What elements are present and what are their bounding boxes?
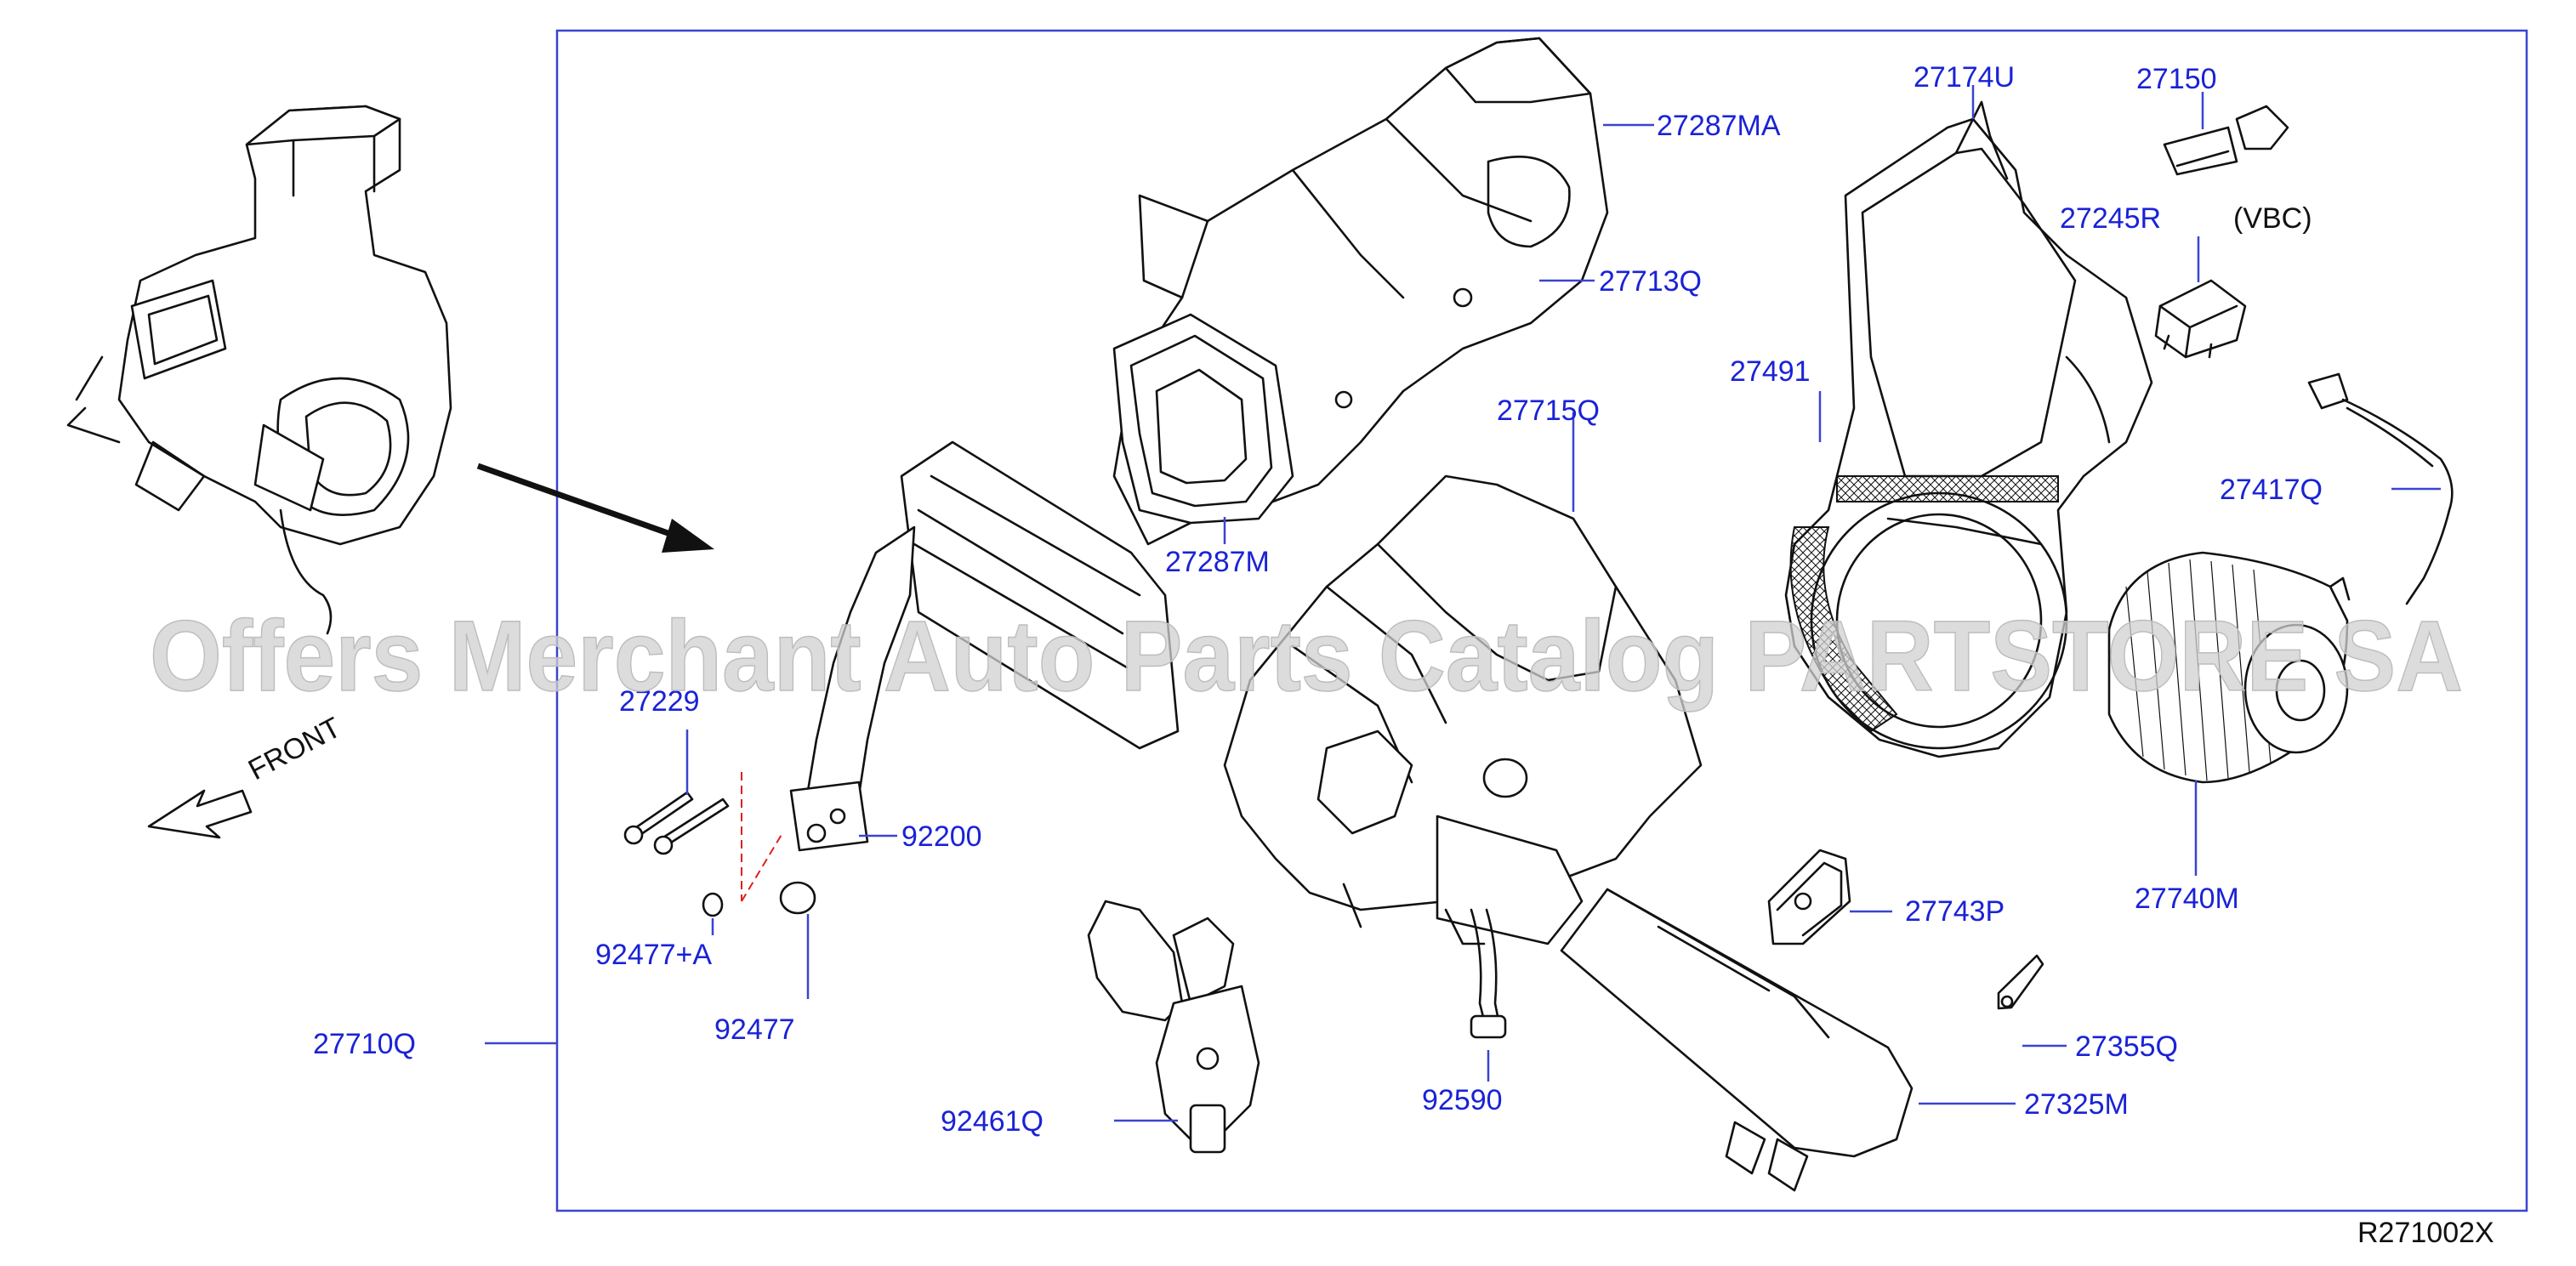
part-label-27715Q[interactable]: 27715Q [1497, 395, 1600, 427]
part-label-27355Q[interactable]: 27355Q [2075, 1030, 2178, 1063]
part-label-92461Q[interactable]: 92461Q [941, 1105, 1043, 1138]
part-label-92590[interactable]: 92590 [1422, 1084, 1503, 1116]
part-label-27287MA[interactable]: 27287MA [1657, 110, 1781, 142]
sensor-clip-drawing [1997, 954, 2044, 1010]
diagram-code: R271002X [2357, 1217, 2494, 1249]
part-label-27740M[interactable]: 27740M [2135, 883, 2239, 915]
heater-unit-drawing [1223, 474, 1703, 945]
relay-drawing [2154, 279, 2247, 359]
heater-core-drawing [789, 440, 1180, 852]
assembly-frame [555, 29, 2528, 1212]
part-label-27174U[interactable]: 27174U [1914, 61, 2015, 94]
front-arrow-icon [147, 789, 253, 839]
upper-duct-drawing [1112, 37, 1609, 546]
part-label-92477[interactable]: 92477 [714, 1013, 795, 1046]
blower-housing-drawing [1784, 100, 2153, 758]
front-label: FRONT [243, 712, 346, 787]
part-label-92477A[interactable]: 92477+A [595, 939, 712, 971]
part-label-27710Q[interactable]: 27710Q [313, 1028, 416, 1060]
actuator-drawing [1767, 849, 1851, 945]
blower-motor-drawing [2107, 551, 2351, 784]
vbc-note: (VBC) [2233, 202, 2312, 235]
part-label-27325M[interactable]: 27325M [2024, 1088, 2129, 1121]
part-label-27491[interactable]: 27491 [1730, 355, 1811, 388]
part-label-92200[interactable]: 92200 [901, 820, 982, 853]
part-label-27287M[interactable]: 27287M [1165, 546, 1270, 578]
watermark: Offers Merchant Auto Parts Catalog PARTS… [150, 600, 2463, 712]
part-label-27713Q[interactable]: 27713Q [1599, 265, 1702, 298]
bolts-and-seals-drawing [623, 772, 816, 917]
pipe-assembly-drawing [1087, 900, 1260, 1154]
overview-assembly-drawing [66, 105, 452, 635]
part-label-27417Q[interactable]: 27417Q [2220, 474, 2323, 506]
part-label-27229[interactable]: 27229 [619, 685, 700, 718]
part-label-27150[interactable]: 27150 [2136, 63, 2217, 95]
resistor-drawing [1560, 888, 1914, 1192]
part-label-27743P[interactable]: 27743P [1905, 895, 2005, 928]
harness-drawing [2307, 372, 2454, 605]
part-label-27245R[interactable]: 27245R [2060, 202, 2161, 235]
sensor-drawing [2163, 105, 2289, 176]
drain-hose-drawing [1470, 908, 1507, 1039]
direction-arrow [476, 463, 714, 553]
